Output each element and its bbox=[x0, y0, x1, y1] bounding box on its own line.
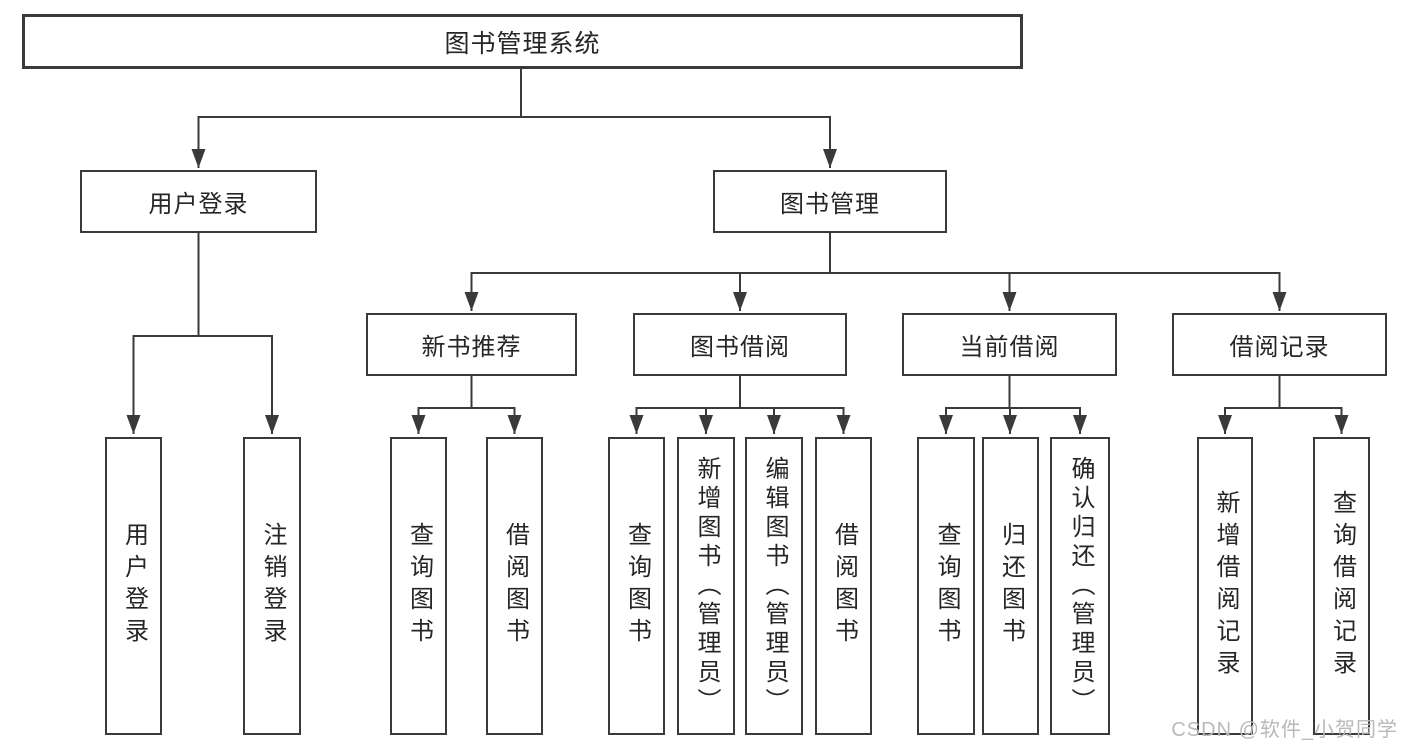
leaf-record-add: 新增借阅记录 bbox=[1197, 437, 1253, 735]
leaf-newbook-query-books: 查询图书 bbox=[390, 437, 447, 735]
node-book-management-label: 图书管理 bbox=[780, 191, 880, 218]
node-root-label: 图书管理系统 bbox=[444, 29, 601, 58]
leaf-current-confirm-return-admin: 确认归还（管理员） bbox=[1050, 437, 1110, 735]
leaf-user-login: 用户登录 bbox=[105, 437, 162, 735]
leaf-borrow-edit-books-admin: 编辑图书（管理员） bbox=[745, 437, 803, 735]
leaf-borrow-query-books: 查询图书 bbox=[608, 437, 665, 735]
node-current-borrow-label: 当前借阅 bbox=[959, 334, 1060, 361]
leaf-borrow-add-books-admin: 新增图书（管理员） bbox=[677, 437, 735, 735]
node-user-login-label: 用户登录 bbox=[148, 191, 249, 218]
leaf-record-query: 查询借阅记录 bbox=[1313, 437, 1370, 735]
leaf-newbook-borrow-books: 借阅图书 bbox=[486, 437, 543, 735]
node-current-borrow: 当前借阅 bbox=[902, 313, 1117, 376]
node-book-borrow: 图书借阅 bbox=[633, 313, 847, 376]
leaf-borrow-borrow-books: 借阅图书 bbox=[815, 437, 872, 735]
node-book-management: 图书管理 bbox=[713, 170, 947, 233]
leaf-logout-login: 注销登录 bbox=[243, 437, 301, 735]
leaf-current-return-books: 归还图书 bbox=[982, 437, 1039, 735]
node-borrow-records-label: 借阅记录 bbox=[1229, 334, 1330, 361]
leaf-current-query-books: 查询图书 bbox=[917, 437, 975, 735]
node-borrow-records: 借阅记录 bbox=[1172, 313, 1387, 376]
node-user-login: 用户登录 bbox=[80, 170, 317, 233]
node-book-borrow-label: 图书借阅 bbox=[690, 334, 790, 361]
csdn-watermark: CSDN @软件_小贺同学 bbox=[1171, 719, 1398, 741]
node-root: 图书管理系统 bbox=[22, 14, 1023, 69]
node-new-book-recommend-label: 新书推荐 bbox=[421, 334, 522, 361]
node-new-book-recommend: 新书推荐 bbox=[366, 313, 577, 376]
